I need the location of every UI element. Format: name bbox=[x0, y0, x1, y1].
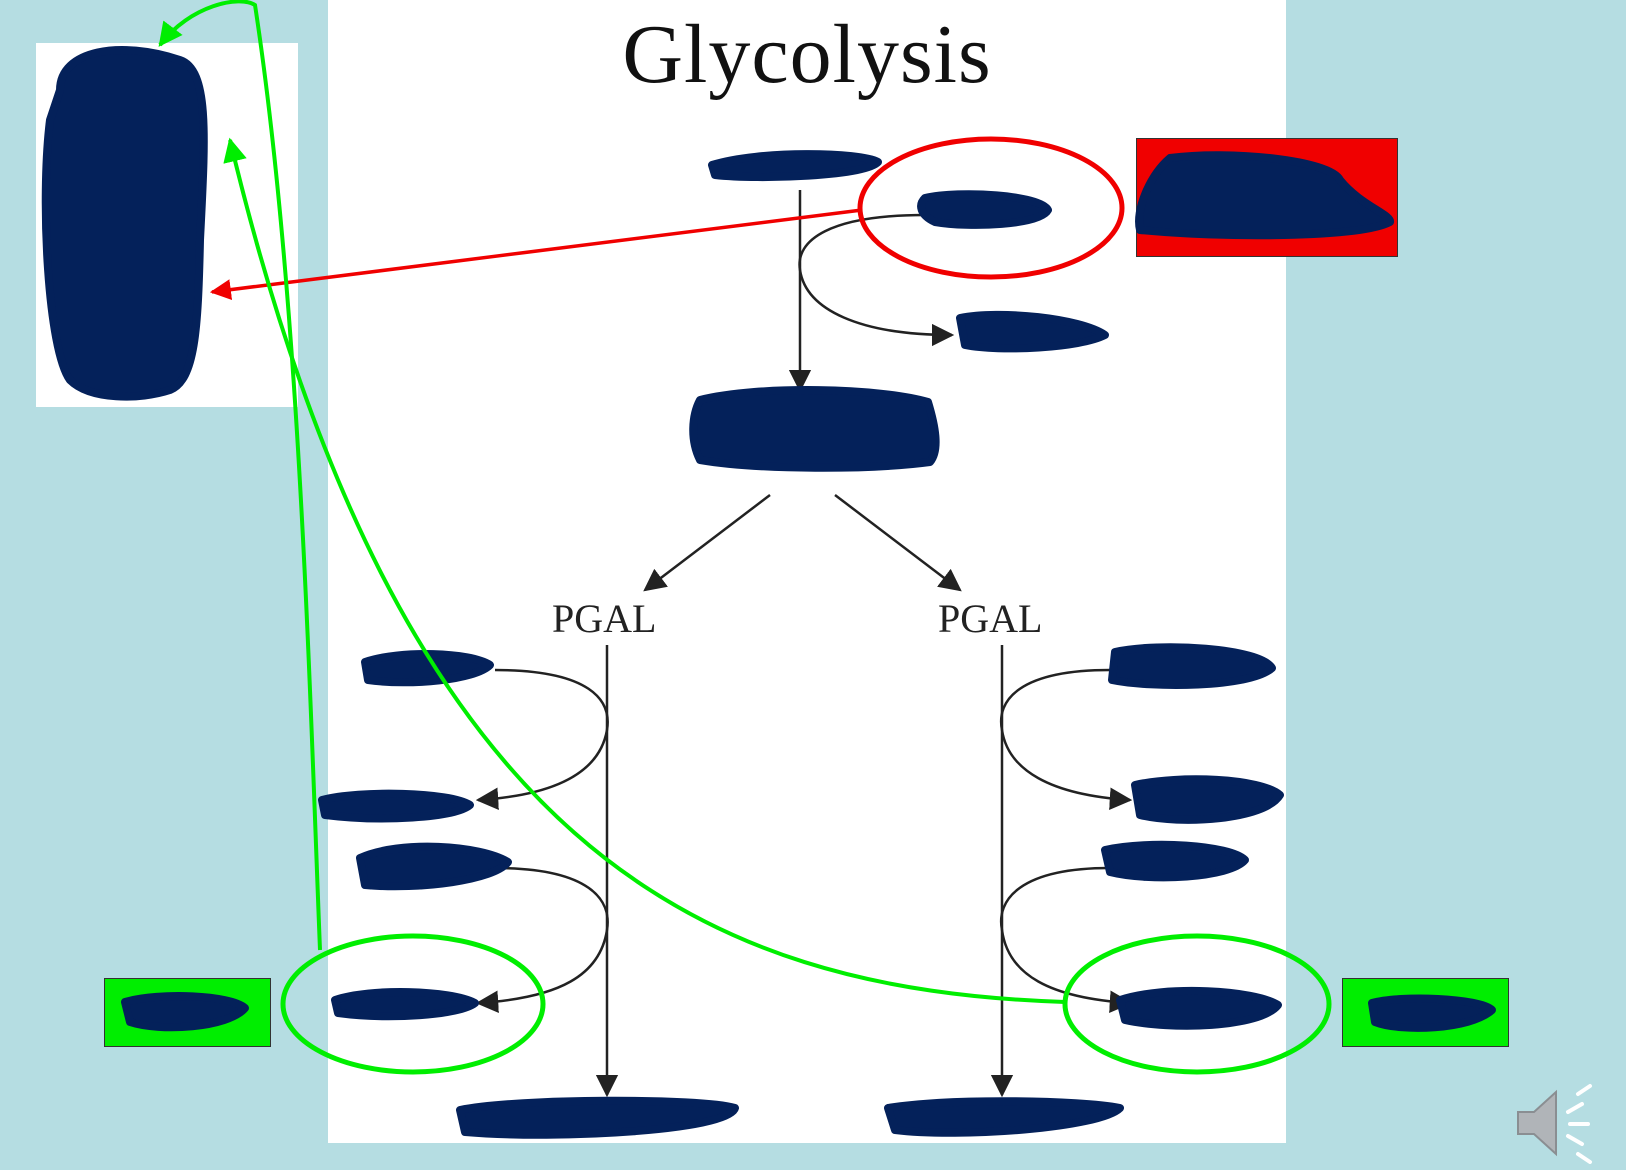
redaction-green-callout-right bbox=[1368, 994, 1496, 1032]
arrow-atp-in-adp-out bbox=[798, 213, 955, 347]
diagram-title: Glycolysis bbox=[622, 8, 992, 101]
redaction-left-nadh bbox=[318, 789, 474, 823]
redaction-right-pyruvate bbox=[884, 1097, 1124, 1137]
redaction-left-adp bbox=[356, 842, 512, 891]
redaction-fructose bbox=[689, 386, 940, 472]
redaction-adp-out bbox=[956, 310, 1109, 353]
speaker-icon[interactable] bbox=[1512, 1082, 1604, 1164]
redaction-glucose bbox=[708, 150, 882, 182]
redaction-left-nad bbox=[361, 650, 494, 687]
pgal-left-label: PGAL bbox=[552, 596, 657, 641]
red-arrow-to-ledger bbox=[209, 208, 863, 301]
redaction-ledger bbox=[41, 46, 208, 401]
arrow-split-right bbox=[834, 494, 962, 592]
redaction-right-atp bbox=[1116, 986, 1282, 1030]
arrow-right-nad bbox=[999, 668, 1133, 810]
redaction-right-nadh bbox=[1131, 775, 1284, 824]
redaction-right-nad bbox=[1108, 643, 1276, 689]
redaction-red-callout bbox=[1135, 151, 1394, 240]
arrow-left-adp-atp bbox=[475, 866, 609, 1013]
green-arrow-right-to-ledger bbox=[223, 137, 1066, 1004]
arrow-right-adp-atp bbox=[999, 866, 1133, 1013]
arrow-split-left bbox=[643, 494, 771, 592]
green-highlight-circle-right bbox=[1062, 933, 1332, 1075]
pgal-right-label: PGAL bbox=[938, 596, 1043, 641]
diagram-panel bbox=[328, 0, 1286, 1143]
redaction-left-pyruvate bbox=[456, 1096, 739, 1139]
redaction-atp-in bbox=[917, 190, 1052, 229]
redaction-left-atp bbox=[331, 988, 479, 1021]
redaction-green-callout-left bbox=[121, 992, 249, 1032]
redaction-marks bbox=[41, 46, 1496, 1139]
redaction-right-adp bbox=[1101, 840, 1249, 882]
red-highlight-circle bbox=[857, 136, 1125, 280]
green-arrow-left-to-ledger bbox=[158, 0, 322, 951]
arrow-left-nad bbox=[475, 668, 609, 810]
green-highlight-circle-left bbox=[280, 933, 546, 1075]
